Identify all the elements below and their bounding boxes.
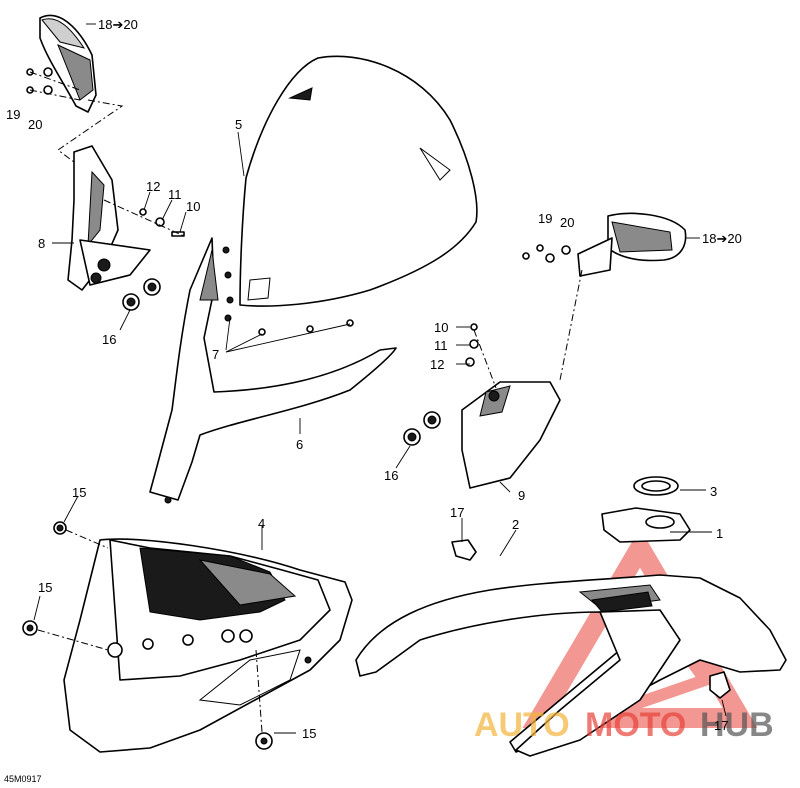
callout-3: 3 [710, 484, 717, 499]
callout-10-right: 10 [434, 320, 448, 335]
center-fairing [149, 237, 397, 504]
right-mirror-bracket [461, 381, 561, 489]
callout-10-left: 10 [186, 199, 200, 214]
headlight-shell [63, 538, 353, 753]
callout-17-bottom: 17 [714, 718, 728, 733]
callout-19-right: 19 [538, 211, 552, 226]
callout-20-left: 20 [28, 117, 42, 132]
callout-2: 2 [512, 517, 519, 532]
callout-15-top: 15 [72, 485, 86, 500]
callout-15-bottom: 15 [302, 726, 316, 741]
right-bracket-fasteners [465, 323, 497, 389]
windshield [239, 55, 478, 307]
callout-11-left: 11 [168, 187, 182, 202]
callout-15-mid: 15 [38, 580, 52, 595]
right-mirror [577, 212, 687, 277]
left-mirror-screws [26, 67, 81, 101]
tank-cover [355, 574, 787, 757]
callout-16-right: 16 [384, 468, 398, 483]
svg-text:AUTO: AUTO [474, 706, 570, 744]
callout-labels: 18➔20 19 20 5 12 11 10 8 16 7 6 19 20 18… [6, 17, 742, 741]
callout-18-20-top: 18➔20 [98, 17, 138, 32]
left-bracket-fasteners [103, 199, 185, 237]
callout-7: 7 [212, 347, 219, 362]
svg-text:HUB: HUB [700, 706, 774, 744]
leader-lines [33, 23, 727, 734]
callout-5: 5 [235, 117, 242, 132]
svg-text:MOTO: MOTO [585, 706, 686, 744]
callout-12-right: 12 [430, 357, 444, 372]
callout-1: 1 [716, 526, 723, 541]
filler-ring [633, 476, 679, 496]
headlight-grommets [22, 521, 273, 750]
watermark-text: AUTO MOTO HUB [474, 706, 774, 744]
callout-9: 9 [518, 488, 525, 503]
left-mirror [39, 14, 97, 113]
reference-code: 45M0917 [4, 774, 42, 784]
clips [451, 539, 731, 699]
left-mirror-bracket [67, 145, 151, 291]
left-mirror-mount-line [57, 99, 124, 166]
callout-20-right: 20 [560, 215, 574, 230]
left-grommets [122, 278, 161, 311]
tank-cover-plate [601, 507, 691, 543]
callout-11-right: 11 [434, 338, 448, 353]
callout-19-left: 19 [6, 107, 20, 122]
right-grommets [403, 411, 441, 446]
callout-6: 6 [296, 437, 303, 452]
callout-12-left: 12 [146, 179, 160, 194]
callout-4: 4 [258, 516, 265, 531]
right-mirror-mount-line [559, 269, 583, 381]
callout-17-top: 17 [450, 505, 464, 520]
callout-16-left: 16 [102, 332, 116, 347]
right-mirror-screws [522, 244, 571, 263]
callout-8: 8 [38, 236, 45, 251]
callout-18-20-right: 18➔20 [702, 231, 742, 246]
